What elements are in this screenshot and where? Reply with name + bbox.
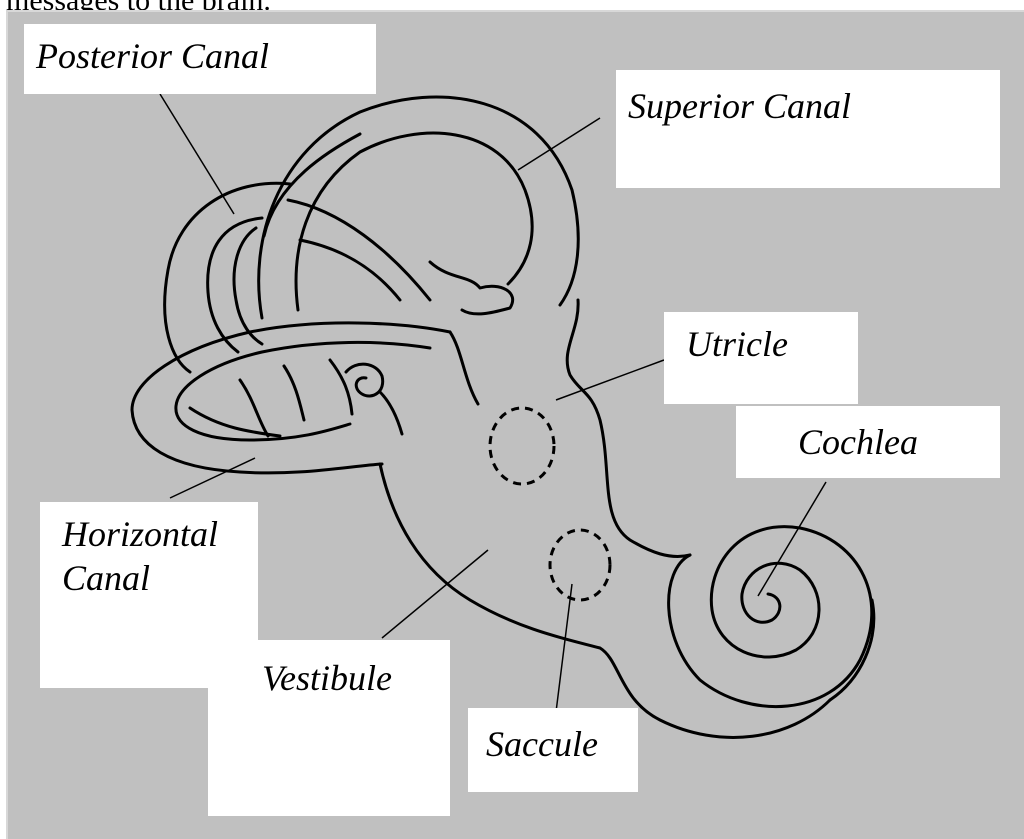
cochlea-spiral	[669, 527, 872, 707]
saccule-marker	[550, 530, 610, 600]
posterior-leader	[160, 94, 234, 214]
saccule-leader	[556, 584, 572, 712]
cochlea-outer-tail	[830, 600, 874, 700]
vestibule-side	[450, 332, 478, 404]
label-posterior-canal: Posterior Canal	[24, 24, 376, 94]
utricle-marker	[490, 408, 554, 484]
label-saccule: Saccule	[468, 708, 638, 792]
label-utricle: Utricle	[664, 312, 858, 404]
horizontal-leader	[170, 458, 255, 498]
label-vestibule: Vestibule	[208, 640, 450, 816]
cochlea-leader	[758, 482, 826, 596]
horizontal-canal-loop	[346, 364, 383, 396]
label-superior-canal: Superior Canal	[616, 70, 1000, 188]
canal-crossing-2	[300, 240, 400, 300]
vestibule-leader	[382, 550, 488, 638]
label-cochlea: Cochlea	[736, 406, 1000, 478]
superior-canal-middle	[264, 134, 360, 236]
horizontal-canal-strand-2	[240, 380, 268, 436]
horizontal-canal-strand-5	[380, 392, 402, 434]
ampulla-bump	[430, 262, 513, 314]
horizontal-canal-inner	[176, 342, 430, 440]
horizontal-canal-strand-3	[284, 366, 304, 420]
